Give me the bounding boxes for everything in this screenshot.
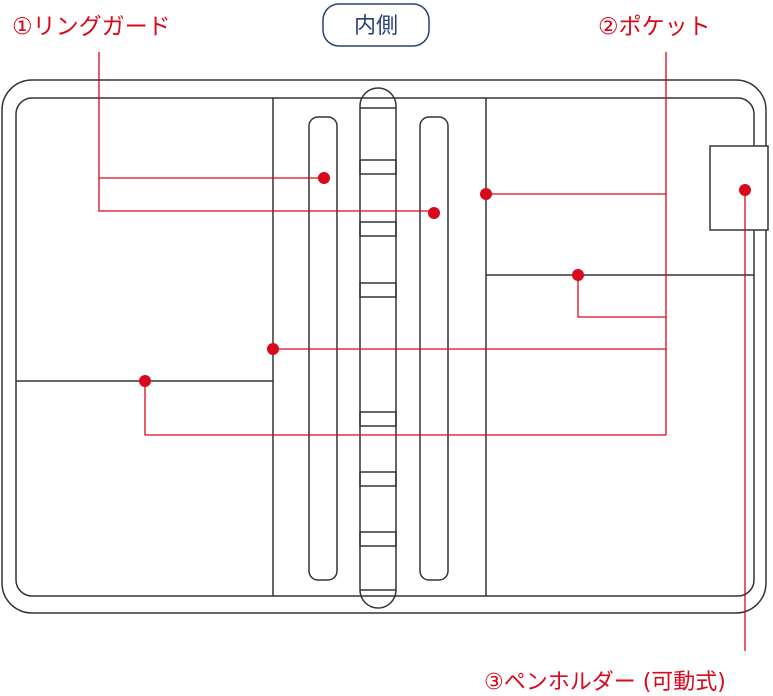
ring-2 bbox=[359, 221, 397, 237]
label-ring-guard: ①リングガード bbox=[12, 14, 171, 40]
dot-ring-guard-left bbox=[318, 172, 330, 184]
ring-spine bbox=[359, 87, 397, 609]
inner-panel bbox=[15, 97, 755, 597]
title-badge: 内側 bbox=[322, 3, 430, 47]
leader-pocket-lower-right bbox=[577, 275, 666, 318]
dot-pocket-left bbox=[139, 375, 151, 387]
ring-1 bbox=[359, 159, 397, 175]
dot-pocket-lower-right bbox=[572, 269, 584, 281]
dot-pocket-middle bbox=[267, 343, 279, 355]
binder-outline bbox=[1, 79, 769, 614]
ring-4 bbox=[359, 411, 397, 427]
pen-holder bbox=[709, 145, 769, 231]
title: 内側 bbox=[354, 14, 398, 39]
ring-3 bbox=[359, 282, 397, 298]
outer-cover bbox=[1, 79, 767, 614]
leader-ring-guard-right bbox=[98, 52, 434, 212]
label-pen-holder: ③ペンホルダー (可動式) bbox=[484, 670, 726, 695]
title-frame bbox=[322, 3, 430, 47]
callout-dots bbox=[139, 172, 751, 387]
ring-6 bbox=[359, 531, 397, 547]
leader-pocket-left bbox=[144, 381, 666, 436]
leader-lines bbox=[98, 52, 746, 651]
dot-pocket-upper-right bbox=[480, 188, 492, 200]
ring-5 bbox=[359, 471, 397, 487]
dot-ring-guard-right bbox=[428, 207, 440, 219]
dot-pen-holder bbox=[739, 184, 751, 196]
label-pocket: ②ポケット bbox=[598, 14, 711, 40]
